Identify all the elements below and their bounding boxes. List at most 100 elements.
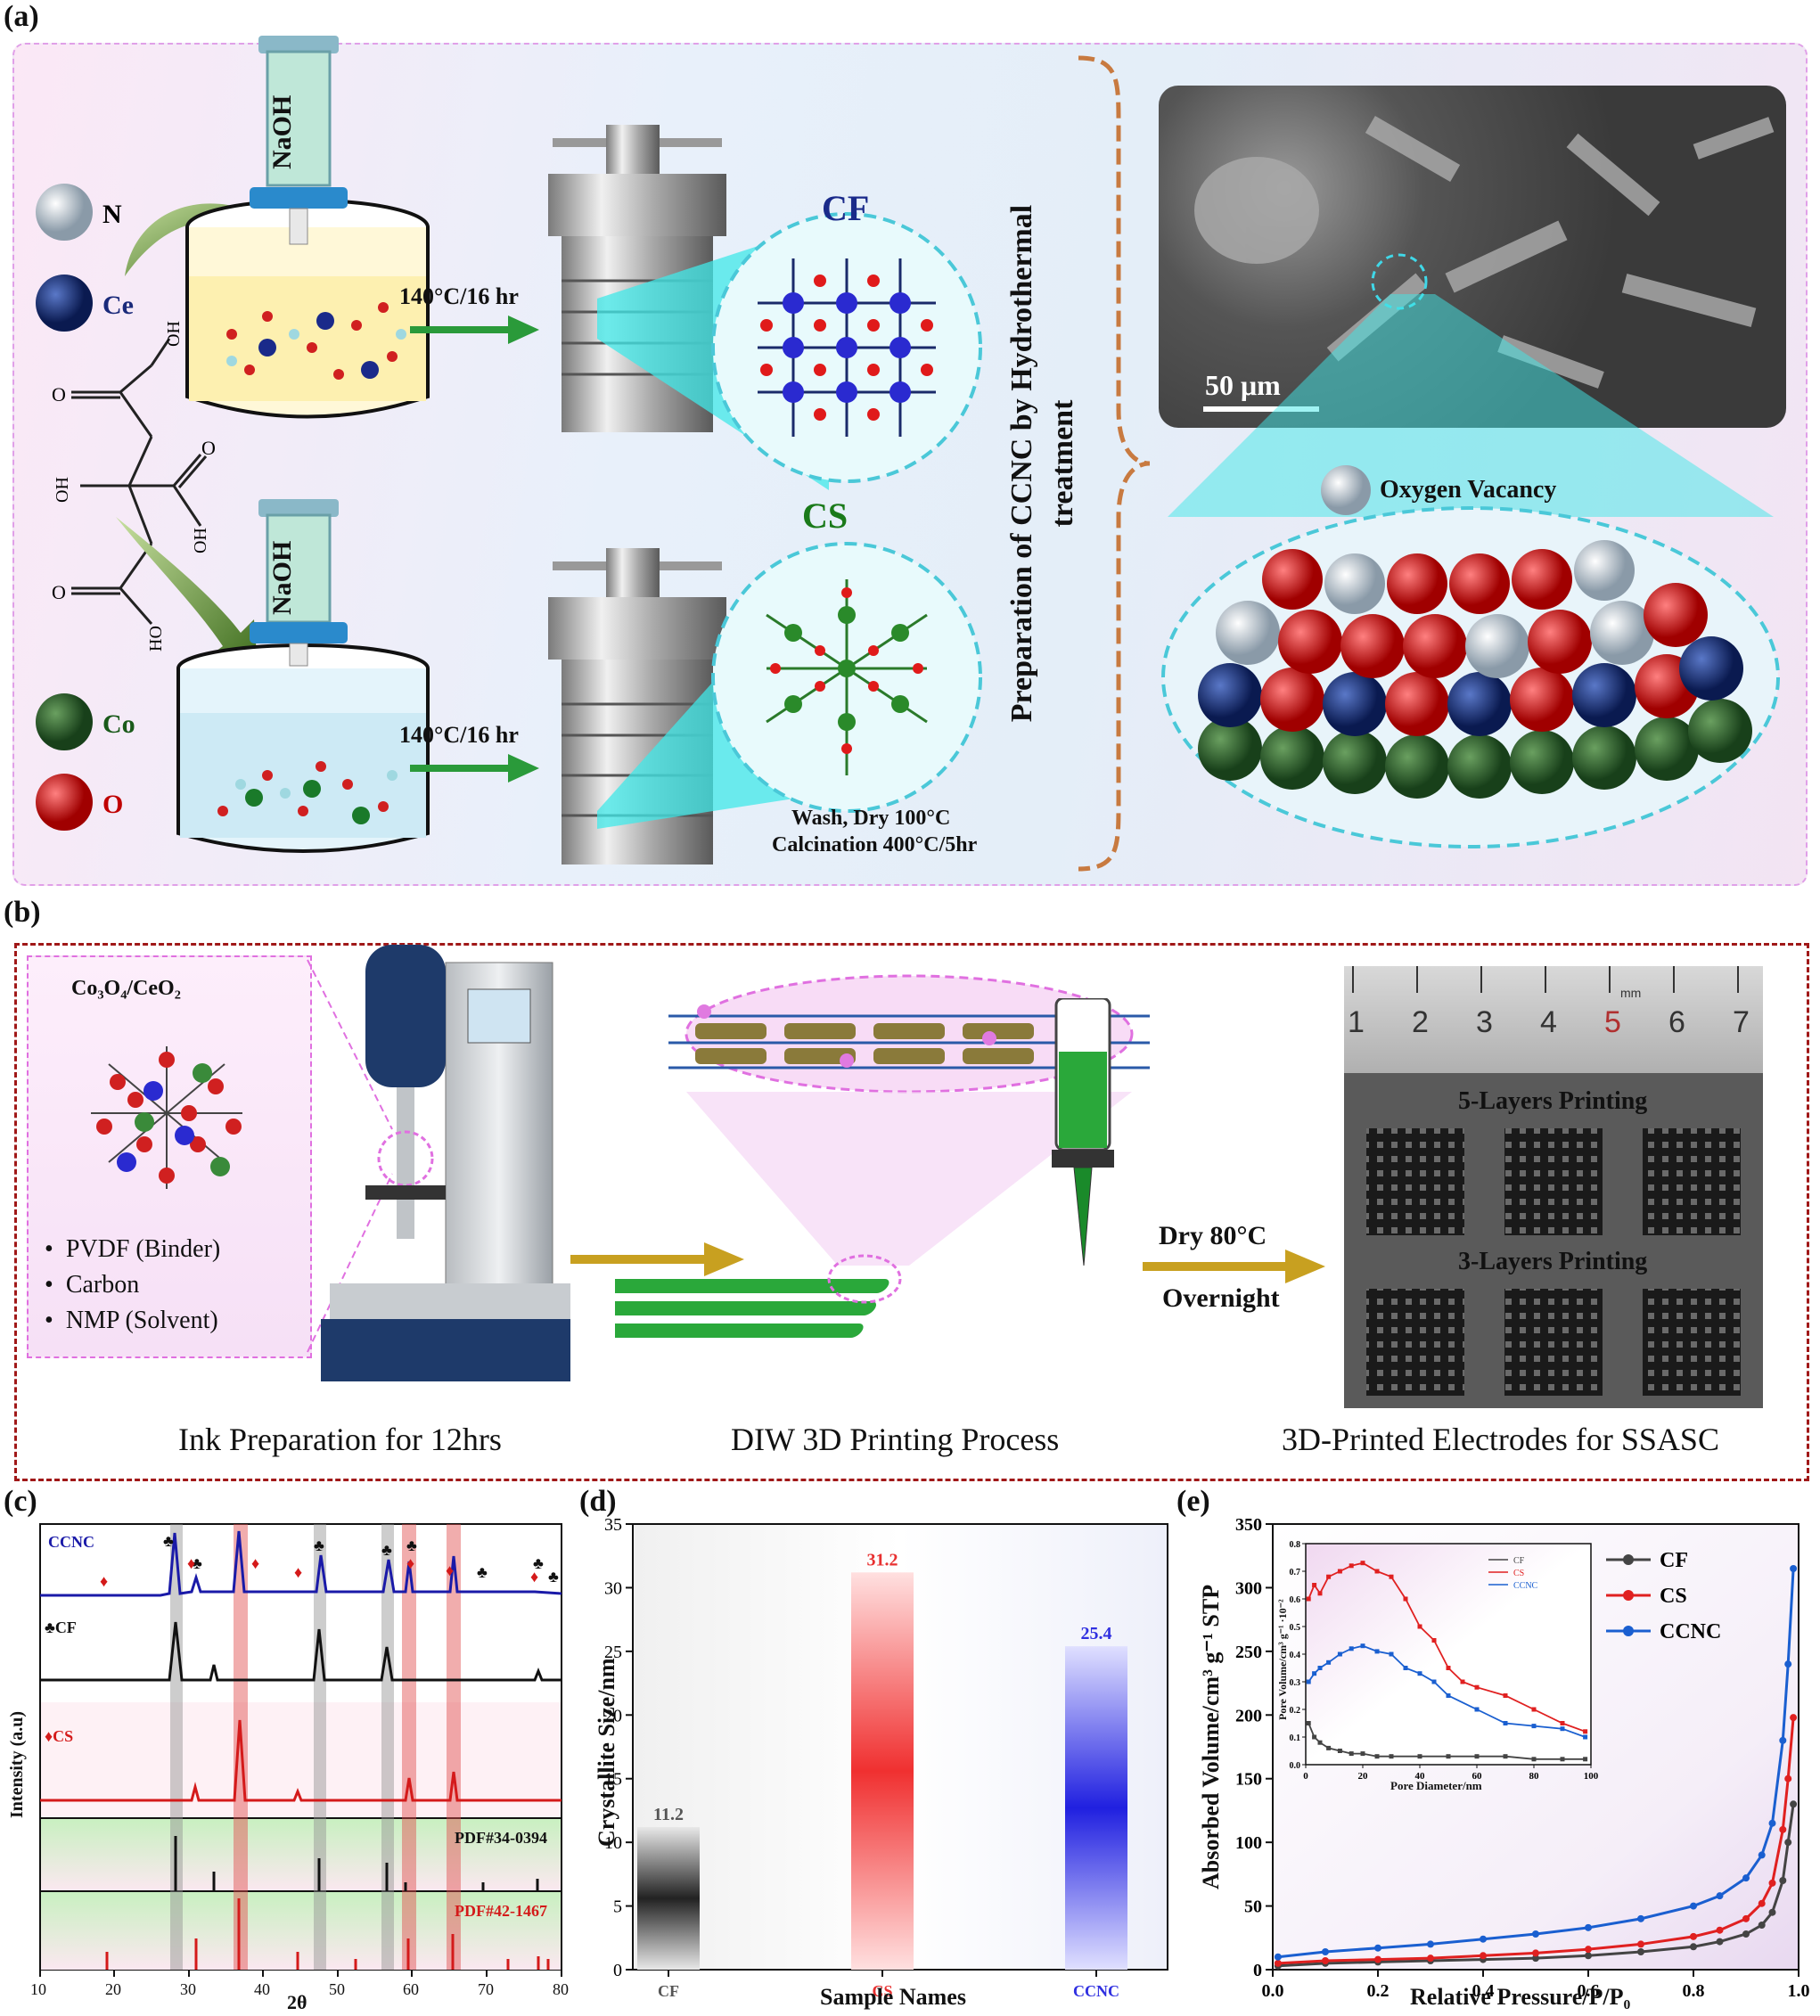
isotherm-point-cs [1480, 1952, 1487, 1960]
inset-point-ccnc [1349, 1646, 1354, 1651]
inset-point-ccnc [1431, 1679, 1437, 1684]
xrd-ccnc-label: CCNC [48, 1533, 94, 1551]
inset-xtick-label: 60 [1472, 1771, 1483, 1782]
o-sphere-icon [36, 774, 93, 831]
ruler-2: 2 [1412, 1005, 1429, 1039]
xrd-pdf1: PDF#34-0394 [455, 1829, 547, 1847]
inset-point-cs [1460, 1679, 1465, 1684]
isotherm-point-cs [1637, 1940, 1644, 1948]
condition-bottom: 140°C/16 hr [399, 722, 519, 748]
legend-marker-ccnc [1623, 1626, 1634, 1636]
isotherm-point-cs [1779, 1825, 1787, 1833]
sem-scale-bar-label: 50 μm [1205, 369, 1281, 401]
inset-xtick-label: 40 [1415, 1771, 1426, 1782]
inset-point-cf [1349, 1751, 1354, 1757]
inset-point-ccnc [1337, 1651, 1342, 1657]
xrd-xtick-40: 40 [254, 1980, 270, 1998]
inset-point-cf [1560, 1757, 1565, 1762]
isotherm-point-cf [1532, 1955, 1539, 1963]
inset-point-cs [1360, 1561, 1365, 1566]
isotherm-point-cf [1768, 1908, 1776, 1916]
isotherm-xtick-label: 1.0 [1788, 1981, 1810, 2001]
bar-ytick-label: 35 [604, 1515, 622, 1535]
isotherm-xtick-label: 0.6 [1578, 1981, 1600, 2001]
inset-xtick-label: 20 [1358, 1771, 1369, 1782]
svg-text:♦: ♦ [251, 1554, 259, 1572]
inset-point-cf [1531, 1757, 1537, 1762]
inset-point-cs [1417, 1624, 1422, 1629]
ruler-5: 5 [1604, 1005, 1621, 1039]
isotherm-ytick-label: 300 [1235, 1578, 1262, 1598]
ink-nanoparticle [91, 1046, 242, 1189]
inset-point-ccnc [1583, 1734, 1588, 1740]
ink-item-3-text: NMP (Solvent) [65, 1307, 218, 1334]
inset-ylabel: Pore Volume/cm³ g⁻¹ ·10⁻² [1276, 1599, 1289, 1720]
xrd-xtick-10: 10 [30, 1980, 46, 1998]
xrd-xtick-80: 80 [553, 1980, 569, 1998]
isotherm-point-cf [1690, 1943, 1697, 1951]
syringe-bottom [250, 499, 348, 667]
legend-ce: Ce [102, 291, 134, 320]
svg-text:♦: ♦ [187, 1554, 195, 1572]
bar-ytick-label: 20 [604, 1706, 622, 1725]
bar-category-cf: CF [658, 1982, 679, 2000]
inset-point-ccnc [1531, 1724, 1537, 1729]
xrd-cs-label: ♦CS [45, 1727, 74, 1745]
inset-point-ccnc [1446, 1693, 1451, 1698]
svg-text:♣: ♣ [548, 1568, 559, 1586]
inset-xtick-label: 0 [1303, 1771, 1308, 1782]
isotherm-ytick-label: 0 [1253, 1961, 1262, 1980]
citric-acid-structure: OH O OH O OH O HO [52, 321, 216, 652]
citric-o-1: O [52, 383, 66, 406]
bar-label-cf: 11.2 [653, 1805, 684, 1824]
isotherm-point-cs [1758, 1899, 1766, 1907]
element-legend: N Ce Co O [36, 184, 135, 831]
ruler: 1 2 3 4 5 6 7 mm [1344, 966, 1763, 1073]
layers-5-label: 5-Layers Printing [1458, 1087, 1648, 1115]
svg-text:♣: ♣ [477, 1563, 488, 1581]
arrow-bottom-icon [410, 754, 539, 783]
cf-label: CF [822, 188, 870, 228]
wash-label: Wash, Dry 100°C [791, 807, 951, 830]
xrd-xtick-70: 70 [478, 1980, 494, 1998]
svg-text:♣: ♣ [192, 1554, 202, 1572]
inset-point-ccnc [1417, 1671, 1422, 1676]
inset-point-ccnc [1389, 1651, 1394, 1657]
panel-e-label: (e) [1176, 1485, 1210, 1518]
inset-point-ccnc [1474, 1707, 1480, 1712]
bar-chart-ylabel: Crystallite Size/nm [594, 1658, 619, 1847]
inset-point-cf [1306, 1721, 1311, 1725]
inset-point-cs [1583, 1729, 1588, 1734]
arrow-top-icon [410, 316, 539, 344]
inset-point-cs [1337, 1569, 1342, 1574]
bar-ytick-label: 15 [604, 1770, 622, 1790]
isotherm-point-cf [1637, 1948, 1644, 1955]
isotherm-xlabel: Relative Pressure/P/P₀ [1410, 1984, 1631, 2010]
citric-o-3: O [52, 581, 66, 603]
panel-c-label: (c) [4, 1485, 37, 1518]
bar-category-cs: CS [872, 1982, 892, 2000]
xrd-xtick-60: 60 [403, 1980, 419, 1998]
inset-point-cs [1474, 1684, 1480, 1690]
isotherm-point-cf [1790, 1800, 1798, 1808]
inset-series-cf [1308, 1723, 1586, 1760]
isotherm-point-cs [1274, 1959, 1282, 1967]
isotherm-point-cs [1532, 1949, 1539, 1957]
inset-point-cs [1431, 1638, 1437, 1643]
ink-item-2: • Carbon [45, 1271, 140, 1299]
xrd-xtick-50: 50 [329, 1980, 345, 1998]
inset-point-cs [1403, 1596, 1408, 1602]
bar-ytick-label: 25 [604, 1643, 622, 1662]
layers-3-label: 3-Layers Printing [1458, 1248, 1648, 1275]
naoh-label-bottom: NaOH [267, 540, 297, 615]
inset-ytick-label: 0.0 [1290, 1761, 1301, 1771]
svg-text:♦: ♦ [530, 1568, 538, 1586]
legend-co: Co [102, 709, 135, 739]
inset-point-cf [1389, 1754, 1394, 1759]
isotherm-point-cs [1585, 1946, 1592, 1954]
cf-crystal-zoom [597, 212, 982, 490]
isotherm-point-ccnc [1274, 1953, 1282, 1961]
svg-text:♣: ♣ [163, 1532, 174, 1550]
isotherm-ytick-label: 50 [1244, 1897, 1262, 1917]
